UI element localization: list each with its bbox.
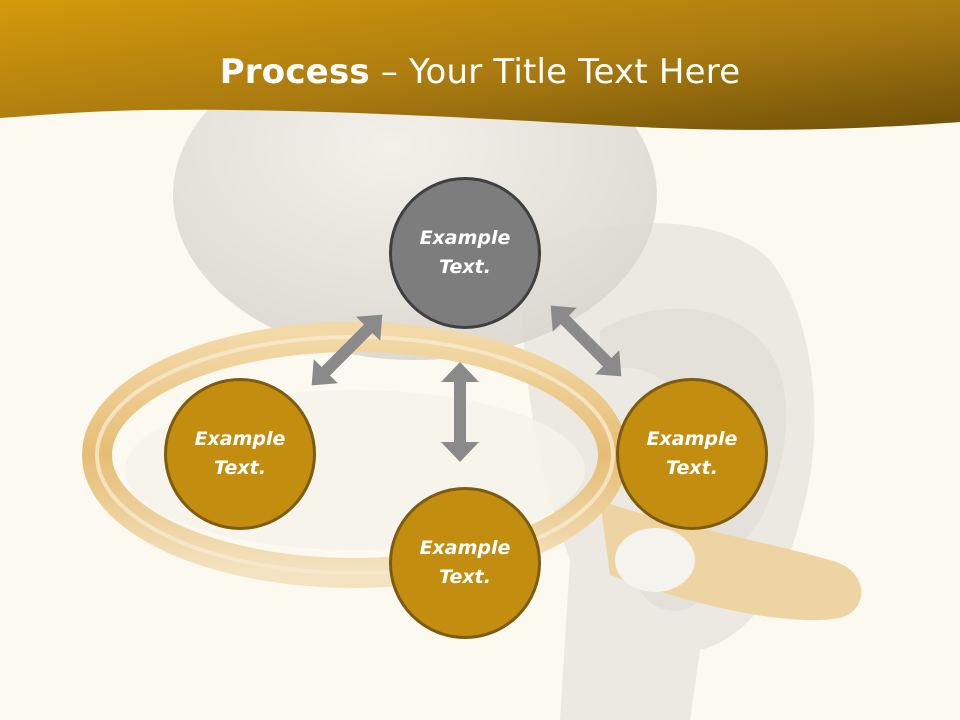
node-left-line1: Example: [194, 428, 286, 450]
node-top-line1: Example: [419, 227, 511, 249]
arrow-top-right: [550, 305, 622, 377]
title-rest: – Your Title Text Here: [369, 52, 741, 92]
node-left-line2: Text.: [214, 457, 266, 479]
slide-title: Process – Your Title Text Here: [0, 52, 960, 92]
node-right-line2: Text.: [666, 457, 718, 479]
title-banner: [0, 0, 960, 130]
node-bottom-line2: Text.: [439, 566, 491, 588]
handle-grip: [615, 528, 695, 592]
node-bottom-line1: Example: [419, 537, 511, 559]
node-top-line2: Text.: [439, 256, 491, 278]
arrow-top-left: [311, 314, 383, 386]
node-right-line1: Example: [646, 428, 738, 450]
arrow-vertical: [441, 362, 479, 462]
title-strong: Process: [219, 52, 370, 92]
